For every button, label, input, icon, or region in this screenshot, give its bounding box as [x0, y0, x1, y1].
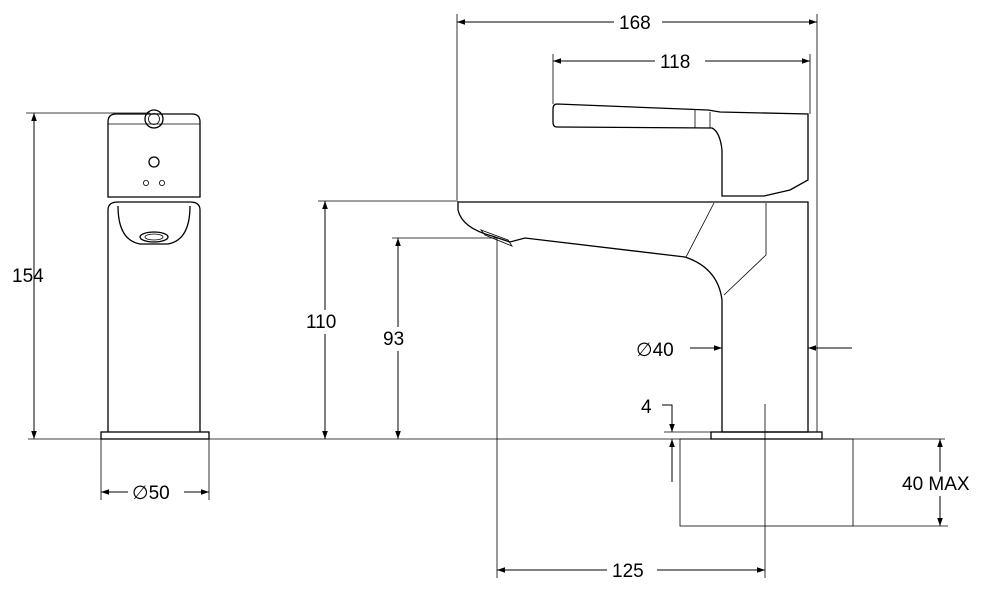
front-column [107, 201, 201, 432]
handle-lever [552, 103, 809, 197]
side-base-plate [710, 431, 823, 440]
aerator-icon [139, 231, 169, 243]
outlet-icon [479, 229, 514, 247]
dim-base-thickness-label: 4 [641, 397, 652, 418]
dim-outlet-height-label: 93 [383, 329, 404, 350]
dim-max-counter-label: 40 MAX [902, 474, 970, 495]
svg-text:∅50: ∅50 [132, 483, 170, 504]
side-view [457, 103, 854, 527]
dim-overall-height-label: 154 [12, 266, 44, 287]
dim-base-thickness [662, 404, 675, 432]
dim-handle-width-label: 118 [660, 52, 690, 73]
svg-text:∅40: ∅40 [636, 340, 674, 361]
dim-overall-width-label: 168 [619, 13, 651, 34]
countertop-section [679, 438, 854, 527]
dim-body-diameter-label: 40 [653, 340, 674, 361]
indicator-dot-icon [148, 156, 160, 168]
front-handle-body [107, 113, 201, 198]
front-base-plate [100, 431, 210, 440]
dim-projection-label: 125 [612, 561, 644, 582]
front-view [100, 109, 210, 440]
spout-body [457, 201, 809, 433]
dim-base-diameter-label: 50 [149, 483, 170, 504]
dim-spout-height-label: 110 [306, 312, 336, 333]
handle-pivot-icon [144, 109, 164, 129]
